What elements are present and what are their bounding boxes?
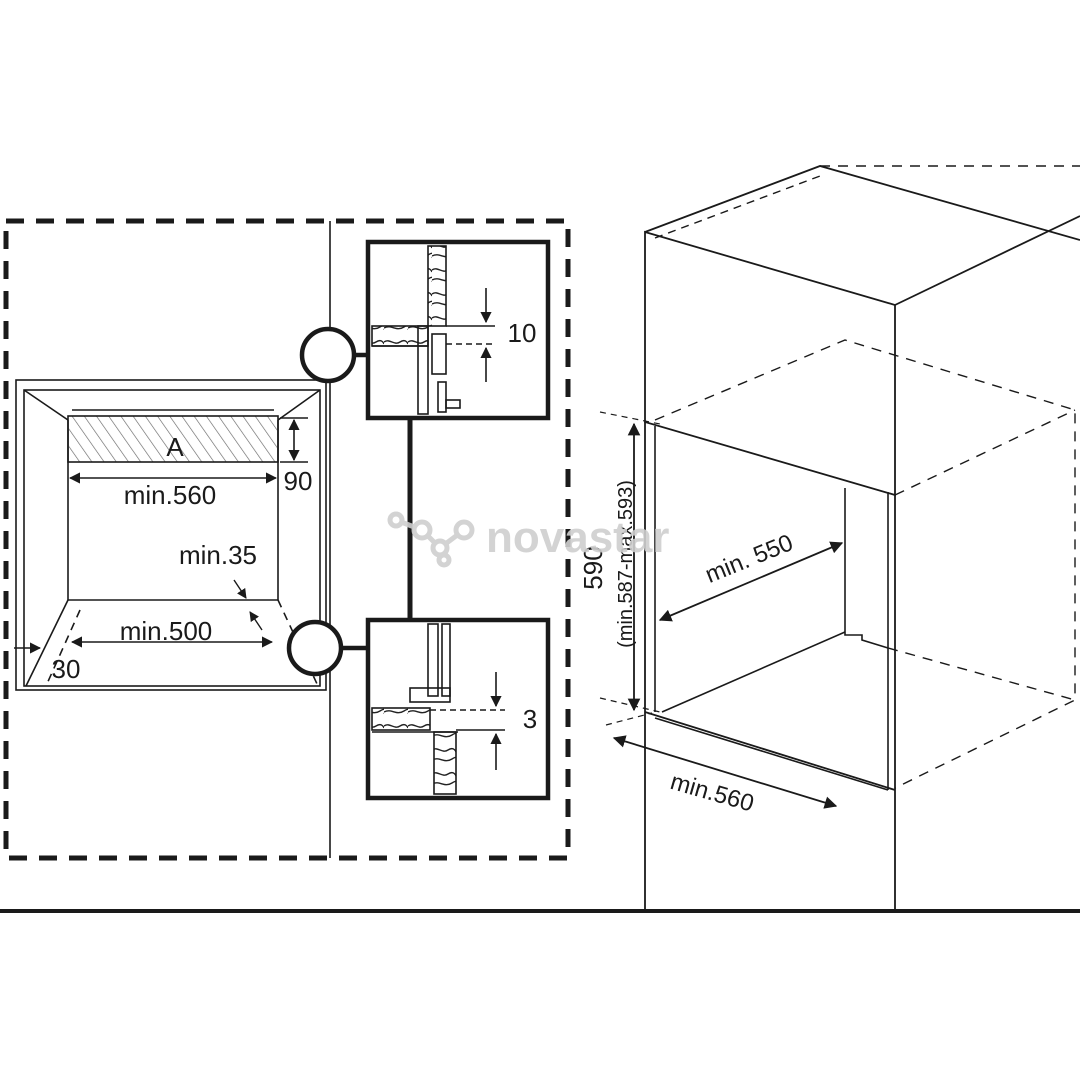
- cabinet-height-range-label: (min.587-max.593): [615, 480, 637, 648]
- detail-marker-bottom: [286, 619, 344, 677]
- shelf-a-label: A: [166, 432, 184, 462]
- cavity-floor-left: [25, 599, 69, 687]
- cabinet-depth-label: min. 550: [701, 529, 796, 589]
- wood-post: [427, 245, 447, 327]
- dim-depth-bottom-label: 30: [52, 654, 81, 684]
- dim-height-gap-label: 90: [284, 466, 313, 496]
- niche-outer: [15, 379, 327, 691]
- dim-width-top-label: min.560: [124, 480, 217, 510]
- cabinet-width-label: min.560: [667, 768, 757, 817]
- dim-depth: [658, 541, 844, 622]
- detail-bottom: 3: [365, 617, 551, 801]
- detail-bottom-gap-label: 3: [523, 704, 537, 734]
- upper-box-front: [644, 230, 896, 497]
- watermark: novastar: [387, 511, 669, 568]
- dashed-frame: [3, 218, 571, 861]
- wood-shelf: [371, 707, 431, 731]
- dim-width: [612, 735, 838, 809]
- svg-text:novastar: novastar: [486, 513, 669, 562]
- cabinet: [599, 165, 1080, 910]
- dim-side-gap-label: min.35: [179, 540, 257, 570]
- molecule-icon: [387, 511, 475, 568]
- dim-side-gap-arrow: [249, 611, 263, 631]
- dim-width-bottom-label: min.500: [120, 616, 213, 646]
- detail-marker-top: [299, 326, 357, 384]
- detail-top-gap-label: 10: [508, 318, 537, 348]
- upper-box-top: [644, 165, 1080, 241]
- wood-post: [433, 731, 457, 795]
- wood-shelf: [371, 325, 429, 347]
- dim-side-gap-arrow: [233, 579, 247, 599]
- cavity-edge: [277, 389, 321, 421]
- niche-inner: [23, 389, 321, 687]
- detail-top: 10: [365, 239, 551, 421]
- shelf-a: [67, 415, 279, 463]
- cavity-edge: [23, 389, 69, 421]
- cabinet-height-label: 590: [578, 546, 608, 589]
